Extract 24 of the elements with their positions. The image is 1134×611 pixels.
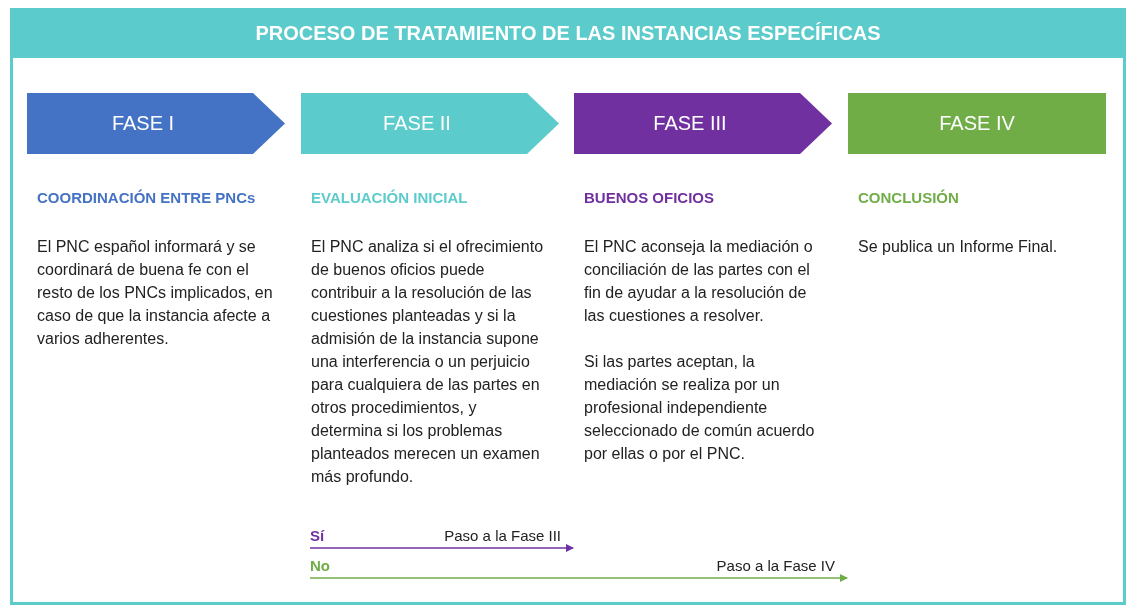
description-text: El PNC español informará y se coordinará de buena fe con el resto de los PNCs implicados, en caso de que la instancia afecte a varios adherentes. bbox=[37, 237, 274, 349]
title-banner: PROCESO DE TRATAMIENTO DE LAS INSTANCIAS ESPECÍFICAS bbox=[10, 8, 1126, 58]
branch-label: No bbox=[310, 557, 330, 578]
branch-label: Sí bbox=[310, 527, 325, 548]
phase-banner bbox=[848, 93, 1106, 154]
arrow bbox=[309, 574, 848, 582]
section-heading: EVALUACIÓN INICIAL bbox=[311, 189, 469, 206]
phase-label: FASE III bbox=[652, 111, 728, 136]
description-text: Si las partes aceptan, la mediación se realiza por un profesional independiente seleccionado de común acuerdo por ellas o por el PNC. bbox=[584, 352, 816, 464]
arrow bbox=[309, 544, 574, 552]
phase-label: FASE IV bbox=[938, 111, 1016, 136]
description-text: El PNC aconseja la mediación o conciliación de las partes con el fin de ayudar a la resolución de las cuestiones a resolver. bbox=[584, 237, 814, 326]
phase-banner bbox=[27, 93, 285, 154]
section-heading: COORDINACIÓN ENTRE PNCs bbox=[37, 189, 257, 206]
phase-label: FASE II bbox=[382, 111, 452, 136]
section-heading: BUENOS OFICIOS bbox=[584, 189, 715, 206]
edge-label: Paso a la Fase III bbox=[444, 527, 561, 544]
section-heading: CONCLUSIÓN bbox=[858, 189, 960, 206]
phase-label: FASE I bbox=[110, 111, 176, 136]
edge-label: Paso a la Fase IV bbox=[716, 557, 835, 574]
phase-banner bbox=[301, 93, 559, 154]
phase-banner bbox=[574, 93, 832, 154]
description-text: El PNC analiza si el ofrecimiento de buenos oficios puede contribuir a la resolución de las cuestiones planteadas y si la admisión de la instancia supone una interferencia o un perjuicio para cualquiera de las partes en otros procedimientos, y determina si los problemas planteados merecen un examen más profundo. bbox=[311, 237, 545, 487]
description-text: Se publica un Informe Final. bbox=[858, 237, 1059, 257]
